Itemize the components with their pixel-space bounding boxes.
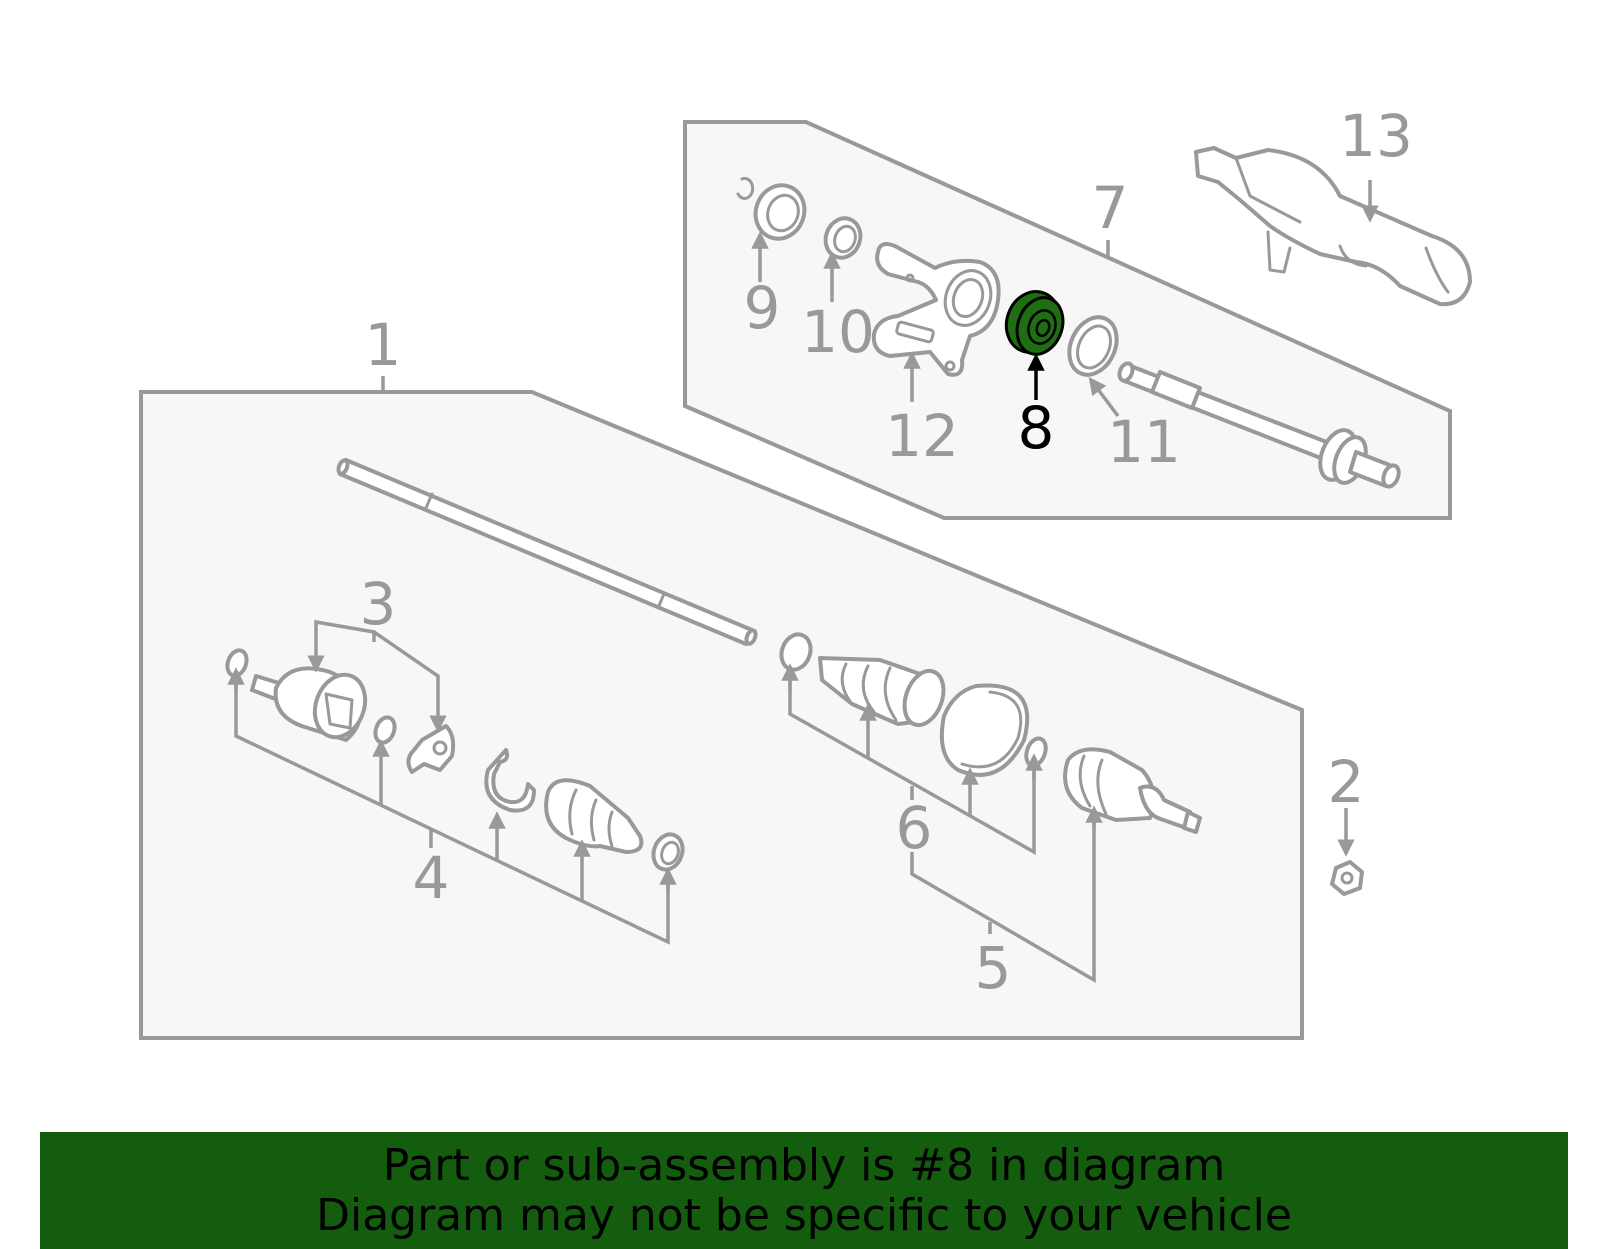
part-11-circlip (1067, 315, 1119, 377)
callout-7: 7 (1092, 174, 1129, 242)
part-5-outer-joint (1063, 747, 1202, 834)
part-4-boot-kit-inner (484, 748, 685, 872)
assembly-1-panel (139, 390, 1304, 1040)
axle-shaft (336, 458, 758, 646)
part-9-seal (753, 183, 807, 241)
part-12-bearing-support (871, 242, 1001, 377)
callout-8: 8 (1018, 394, 1055, 462)
callout-9: 9 (744, 274, 781, 342)
callout-6: 6 (896, 794, 933, 862)
part-3-inner-joint-housing (225, 648, 456, 774)
part-6-boot-kit-outer (779, 632, 1048, 777)
intermediate-shaft (1117, 361, 1401, 489)
callout-10: 10 (801, 298, 875, 366)
banner-line-2: Diagram may not be specific to your vehi… (316, 1189, 1292, 1241)
callout-labels: 1 2 3 4 5 6 7 8 9 10 11 12 13 (360, 102, 1413, 1002)
info-banner: Part or sub-assembly is #8 in diagram Di… (40, 1132, 1568, 1249)
part-8-bearing-highlighted (1004, 290, 1065, 356)
callout-12: 12 (885, 402, 959, 470)
callout-2: 2 (1328, 748, 1365, 816)
leader-lines (227, 180, 1379, 984)
callout-3: 3 (360, 570, 397, 638)
snap-ring-small (736, 176, 755, 200)
part-2-nut (1330, 860, 1364, 896)
callout-11: 11 (1107, 408, 1181, 476)
callout-1: 1 (365, 311, 402, 379)
callout-5: 5 (975, 934, 1012, 1002)
banner-line-1: Part or sub-assembly is #8 in diagram (382, 1139, 1226, 1191)
part-13-heat-shield (1194, 146, 1472, 307)
callout-4: 4 (413, 844, 450, 912)
callout-13: 13 (1339, 102, 1413, 170)
